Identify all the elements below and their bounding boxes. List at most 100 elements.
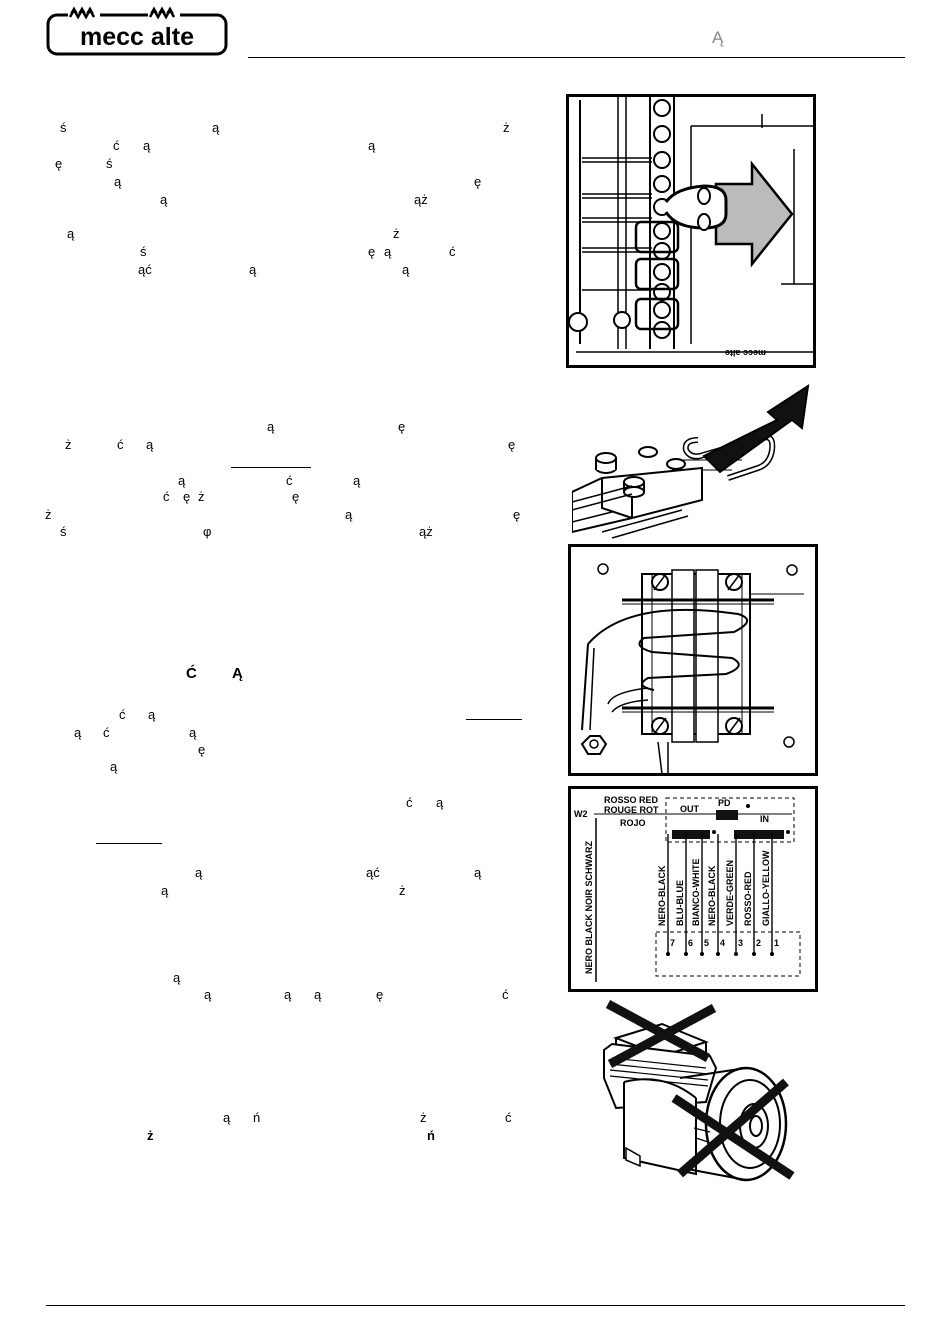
glyph: φ (203, 524, 212, 539)
glyph: ż (65, 437, 72, 452)
wire-label: ROSSO-RED (743, 871, 753, 926)
reactor-winding-figure (568, 544, 818, 781)
glyph: ą (345, 507, 353, 522)
glyph: ą (204, 987, 212, 1002)
glyph: ą (67, 226, 75, 241)
glyph: ą (195, 865, 203, 880)
glyph: ż (147, 1128, 154, 1143)
glyph: ć (449, 244, 456, 259)
glyph: ą (368, 138, 376, 153)
glyph: ą (189, 725, 197, 740)
glyph: ą (173, 970, 181, 985)
wire-terminal-dot (716, 952, 720, 956)
glyph: ą (314, 987, 322, 1002)
glyph: ą (212, 120, 220, 135)
svg-text:ROUGE ROT: ROUGE ROT (604, 805, 659, 815)
underline-blank (466, 719, 522, 720)
glyph: ą (148, 707, 156, 722)
wire-number: 3 (738, 938, 743, 948)
glyph: ż (198, 489, 205, 504)
glyph: ć (119, 707, 126, 722)
glyph: ć (117, 437, 124, 452)
glyph: ć (113, 138, 120, 153)
terminal-board-figure: mecc alte (566, 94, 816, 373)
heading-glyph: Ć (186, 665, 197, 682)
glyph: ę (198, 742, 206, 757)
wire-terminal-dot (752, 952, 756, 956)
glyph: ę (376, 987, 384, 1002)
glyph: ą (474, 865, 482, 880)
glyph: ą (249, 262, 257, 277)
wire-label: GIALLO-YELLOW (761, 850, 771, 926)
glyph: ś (60, 524, 67, 539)
svg-text:PD: PD (718, 798, 731, 808)
glyph: ć (286, 473, 293, 488)
wire-terminal-dot (734, 952, 738, 956)
wire-terminal-dot (684, 952, 688, 956)
crossed-out-lifting-figure (596, 998, 796, 1193)
glyph: ą (110, 759, 118, 774)
wire-number: 4 (720, 938, 725, 948)
underline-blank (231, 467, 311, 468)
svg-text:mecc alte: mecc alte (725, 348, 766, 358)
wire-number: 7 (670, 938, 675, 948)
underline-blank (96, 843, 162, 844)
glyph: ś (140, 244, 147, 259)
wire-terminal-dot (770, 952, 774, 956)
glyph: ń (427, 1128, 435, 1143)
glyph: ć (406, 795, 413, 810)
glyph: ę (292, 489, 300, 504)
wire-number: 2 (756, 938, 761, 948)
glyph: ę (513, 507, 521, 522)
glyph: ę (55, 156, 63, 171)
header-rule (248, 57, 905, 58)
glyph: ąż (419, 524, 433, 539)
wire-terminal-dot (700, 952, 704, 956)
svg-text:mecc alte: mecc alte (80, 23, 194, 51)
section-letter: Ą (712, 28, 724, 47)
glyph: ę (398, 419, 406, 434)
glyph: ą (143, 138, 151, 153)
glyph: ż (399, 883, 406, 898)
glyph: ąż (414, 192, 428, 207)
glyph: ć (505, 1110, 512, 1125)
wire-label: NERO-BLACK (657, 865, 667, 926)
glyph: ąć (366, 865, 380, 880)
svg-text:OUT: OUT (680, 804, 700, 814)
glyph: ś (60, 120, 67, 135)
glyph: ąć (138, 262, 152, 277)
glyph: ą (402, 262, 410, 277)
glyph: ż (503, 120, 510, 135)
glyph: ć (163, 489, 170, 504)
glyph: ć (103, 725, 110, 740)
heading-glyph: Ą (232, 665, 243, 682)
wire-number: 5 (704, 938, 709, 948)
glyph: ż (393, 226, 400, 241)
glyph: ż (420, 1110, 427, 1125)
footer-rule (46, 1305, 905, 1306)
glyph: ą (74, 725, 82, 740)
glyph: ą (161, 883, 169, 898)
glyph: ę (368, 244, 376, 259)
glyph: ę (183, 489, 191, 504)
wire-label: BIANCO-WHITE (691, 859, 701, 927)
wire-terminal-dot (666, 952, 670, 956)
mecc-alte-logo: mecc alte (46, 6, 228, 56)
glyph: ą (146, 437, 154, 452)
wire-label: NERO-BLACK (707, 865, 717, 926)
wire-label: VERDE-GREEN (725, 860, 735, 926)
glyph: ą (223, 1110, 231, 1125)
svg-text:ROJO: ROJO (620, 818, 646, 828)
glyph: ę (508, 437, 516, 452)
svg-text:ROSSO RED: ROSSO RED (604, 795, 659, 805)
glyph: ś (106, 156, 113, 171)
glyph: ą (353, 473, 361, 488)
glyph: ą (178, 473, 186, 488)
glyph: ń (253, 1110, 261, 1125)
wiring-diagram-figure: ROSSO RED ROUGE ROT ROJO W2 PD OUT IN NE… (568, 786, 818, 997)
wire-number: 1 (774, 938, 779, 948)
glyph: ć (502, 987, 509, 1002)
glyph: ą (160, 192, 168, 207)
connector-bridge-figure (571, 382, 812, 547)
glyph: ż (45, 507, 52, 522)
